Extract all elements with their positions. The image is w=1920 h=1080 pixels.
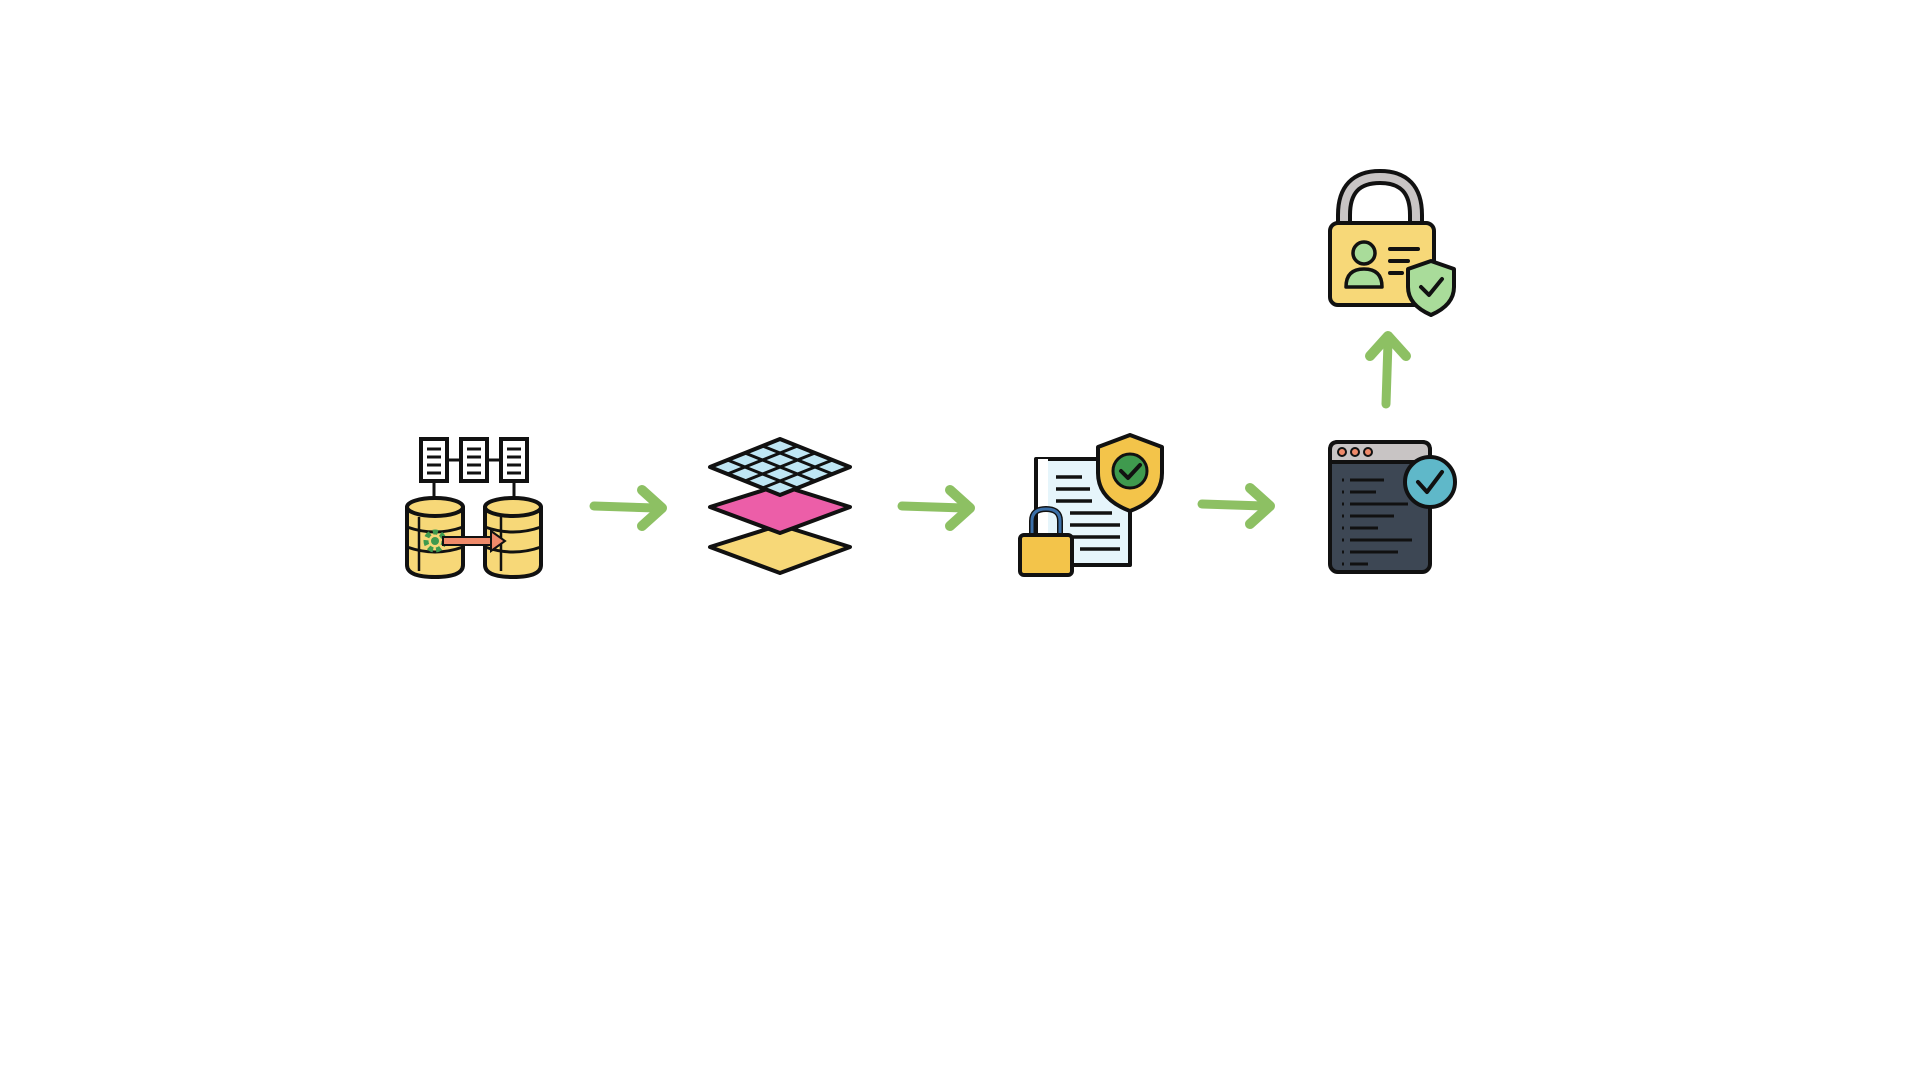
server-rack-icon [499,437,529,483]
arrow-up-icon [1365,331,1411,409]
server-rack-icon [419,437,449,483]
layers-icon [708,437,852,575]
secure-document-icon [1018,433,1164,577]
server-rack-icon [459,437,489,483]
lock-shackle-icon [1336,168,1424,233]
arrow-right-icon [1197,483,1275,529]
database-icon [483,496,543,580]
id-card-lock-icon [1328,168,1456,317]
shield-check-icon [1096,433,1164,513]
layer-grid [708,437,852,497]
padlock-icon [1018,505,1074,577]
check-badge-icon [1403,455,1457,509]
shield-check-icon [1406,259,1456,317]
arrow-right-icon [897,485,975,531]
database-migration-icon [405,437,543,580]
code-window-check-icon [1328,440,1457,574]
arrow-right-icon [589,485,667,531]
layer-pink [708,483,852,535]
layer-yellow [708,523,852,575]
transfer-arrow-icon [442,529,507,553]
